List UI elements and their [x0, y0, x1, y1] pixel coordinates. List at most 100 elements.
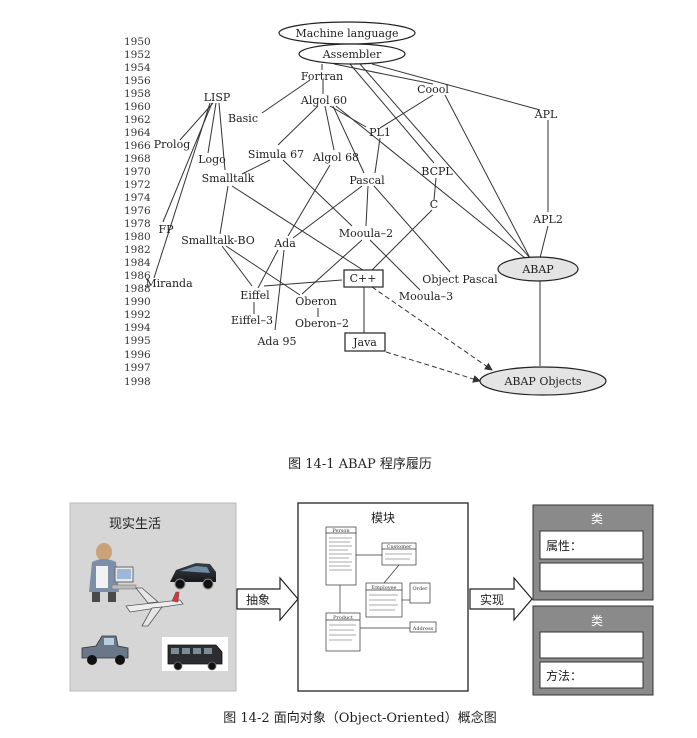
- truck-illustration: [81, 635, 129, 665]
- class2-method-label: 方法：: [546, 668, 582, 683]
- year-label: 1976: [124, 205, 151, 217]
- uml-label: Person: [332, 528, 350, 534]
- module-panel: 模块 Person Customer: [297, 502, 469, 692]
- uml-label: Address: [412, 626, 434, 632]
- class1-title: 类: [591, 512, 603, 526]
- cpp-label: C++: [350, 272, 377, 285]
- basic-label: Basic: [228, 112, 258, 125]
- uml-body-lines: [329, 537, 412, 641]
- airplane-illustration: [125, 587, 184, 627]
- edge: [218, 102, 226, 171]
- year-label: 1972: [124, 179, 151, 191]
- figure2-caption: 图 14-2 面向对象（Object-Oriented）概念图: [223, 710, 496, 726]
- year-label: 1952: [124, 49, 151, 61]
- year-label: 1960: [124, 101, 151, 113]
- machine-language-label: Machine language: [295, 27, 398, 40]
- prolog-label: Prolog: [154, 138, 190, 151]
- edge: [179, 102, 214, 141]
- year-label: 1966: [124, 140, 151, 152]
- edge: [433, 177, 437, 201]
- realize-label: 实现: [480, 592, 504, 607]
- class2-method-row: [539, 661, 644, 689]
- edge: [349, 63, 435, 164]
- oberon2-label: Oberon–2: [295, 317, 349, 330]
- year-axis: 1950 1952 1954 1956 1958 1960 1962 1964 …: [124, 36, 151, 388]
- uml-label: Employee: [372, 585, 397, 591]
- edge: [371, 209, 433, 271]
- assembler-node: [298, 43, 406, 65]
- pl1-label: PL1: [369, 126, 391, 139]
- abap-objects-label: ABAP Objects: [503, 375, 581, 388]
- java-node: [344, 332, 386, 352]
- edge: [379, 94, 434, 129]
- edge: [257, 249, 279, 289]
- edge: [365, 185, 369, 227]
- mooula3-label: Mooula–3: [399, 290, 453, 303]
- apl-label: APL: [534, 108, 558, 121]
- ada-label: Ada: [273, 237, 296, 250]
- edge: [332, 105, 365, 174]
- dashed-edge: [385, 351, 481, 383]
- edge: [373, 185, 451, 273]
- object-pascal-label: Object Pascal: [422, 273, 498, 286]
- abstract-arrow: 抽象: [236, 576, 299, 622]
- class1-attr-row: [539, 530, 644, 560]
- module-title: 模块: [371, 511, 395, 525]
- year-label: 1982: [124, 244, 151, 256]
- edge: [539, 225, 549, 259]
- year-label: 1996: [124, 349, 151, 361]
- algol68-label: Algol 68: [312, 151, 359, 164]
- class-box-attributes: 类 属性：: [532, 504, 654, 601]
- edge: [371, 63, 541, 111]
- edge: [282, 159, 353, 227]
- edge: [221, 245, 253, 287]
- edge: [324, 105, 335, 151]
- oop-concept-diagram: 现实生活: [69, 502, 654, 726]
- edge: [207, 102, 217, 154]
- year-label: 1974: [124, 192, 151, 204]
- year-label: 1968: [124, 153, 151, 165]
- year-label: 1992: [124, 309, 151, 321]
- lisp-label: LISP: [204, 91, 231, 104]
- reality-panel: 现实生活: [69, 502, 237, 692]
- uml-label: Order: [412, 586, 428, 592]
- edge: [153, 102, 211, 279]
- eiffel-label: Eiffel: [240, 289, 270, 302]
- edges: [153, 44, 549, 383]
- year-label: 1988: [124, 283, 151, 295]
- edge: [369, 239, 421, 291]
- year-label: 1980: [124, 231, 151, 243]
- c-label: C: [430, 198, 438, 211]
- dashed-edge: [371, 286, 493, 371]
- abap-objects-node: [479, 366, 607, 396]
- apl2-label: APL2: [532, 213, 563, 226]
- mooula2-label: Mooula–2: [339, 227, 393, 240]
- edge: [287, 164, 331, 237]
- figure1-caption: 图 14-1 ABAP 程序履历: [288, 457, 432, 472]
- edge: [241, 159, 271, 175]
- person-computer-illustration: [89, 543, 137, 602]
- language-history-diagram: 1950 1952 1954 1956 1958 1960 1962 1964 …: [124, 21, 607, 472]
- edge: [444, 94, 531, 259]
- oberon-label: Oberon: [295, 295, 337, 308]
- bcpl-label: BCPL: [421, 165, 453, 178]
- logo-label: Logo: [198, 153, 226, 166]
- year-label: 1984: [124, 257, 151, 269]
- abap-node: [497, 256, 579, 282]
- class-box-methods: 类 方法：: [532, 605, 654, 696]
- edge: [301, 239, 363, 295]
- year-label: 1978: [124, 218, 151, 230]
- fortran-label: Fortran: [301, 70, 343, 83]
- abstract-label: 抽象: [246, 593, 270, 607]
- edge: [274, 249, 285, 331]
- year-label: 1986: [124, 270, 151, 282]
- edge: [231, 185, 367, 273]
- bus-illustration: [162, 637, 228, 671]
- uml-label: Product: [333, 615, 353, 621]
- algol60-label: Algol 60: [300, 94, 347, 107]
- edge: [261, 79, 311, 114]
- cpp-node: [343, 269, 384, 288]
- nodes: Machine language Assembler Fortran LISP …: [145, 21, 607, 396]
- class2-empty-row: [539, 631, 644, 659]
- year-label: 1962: [124, 114, 151, 126]
